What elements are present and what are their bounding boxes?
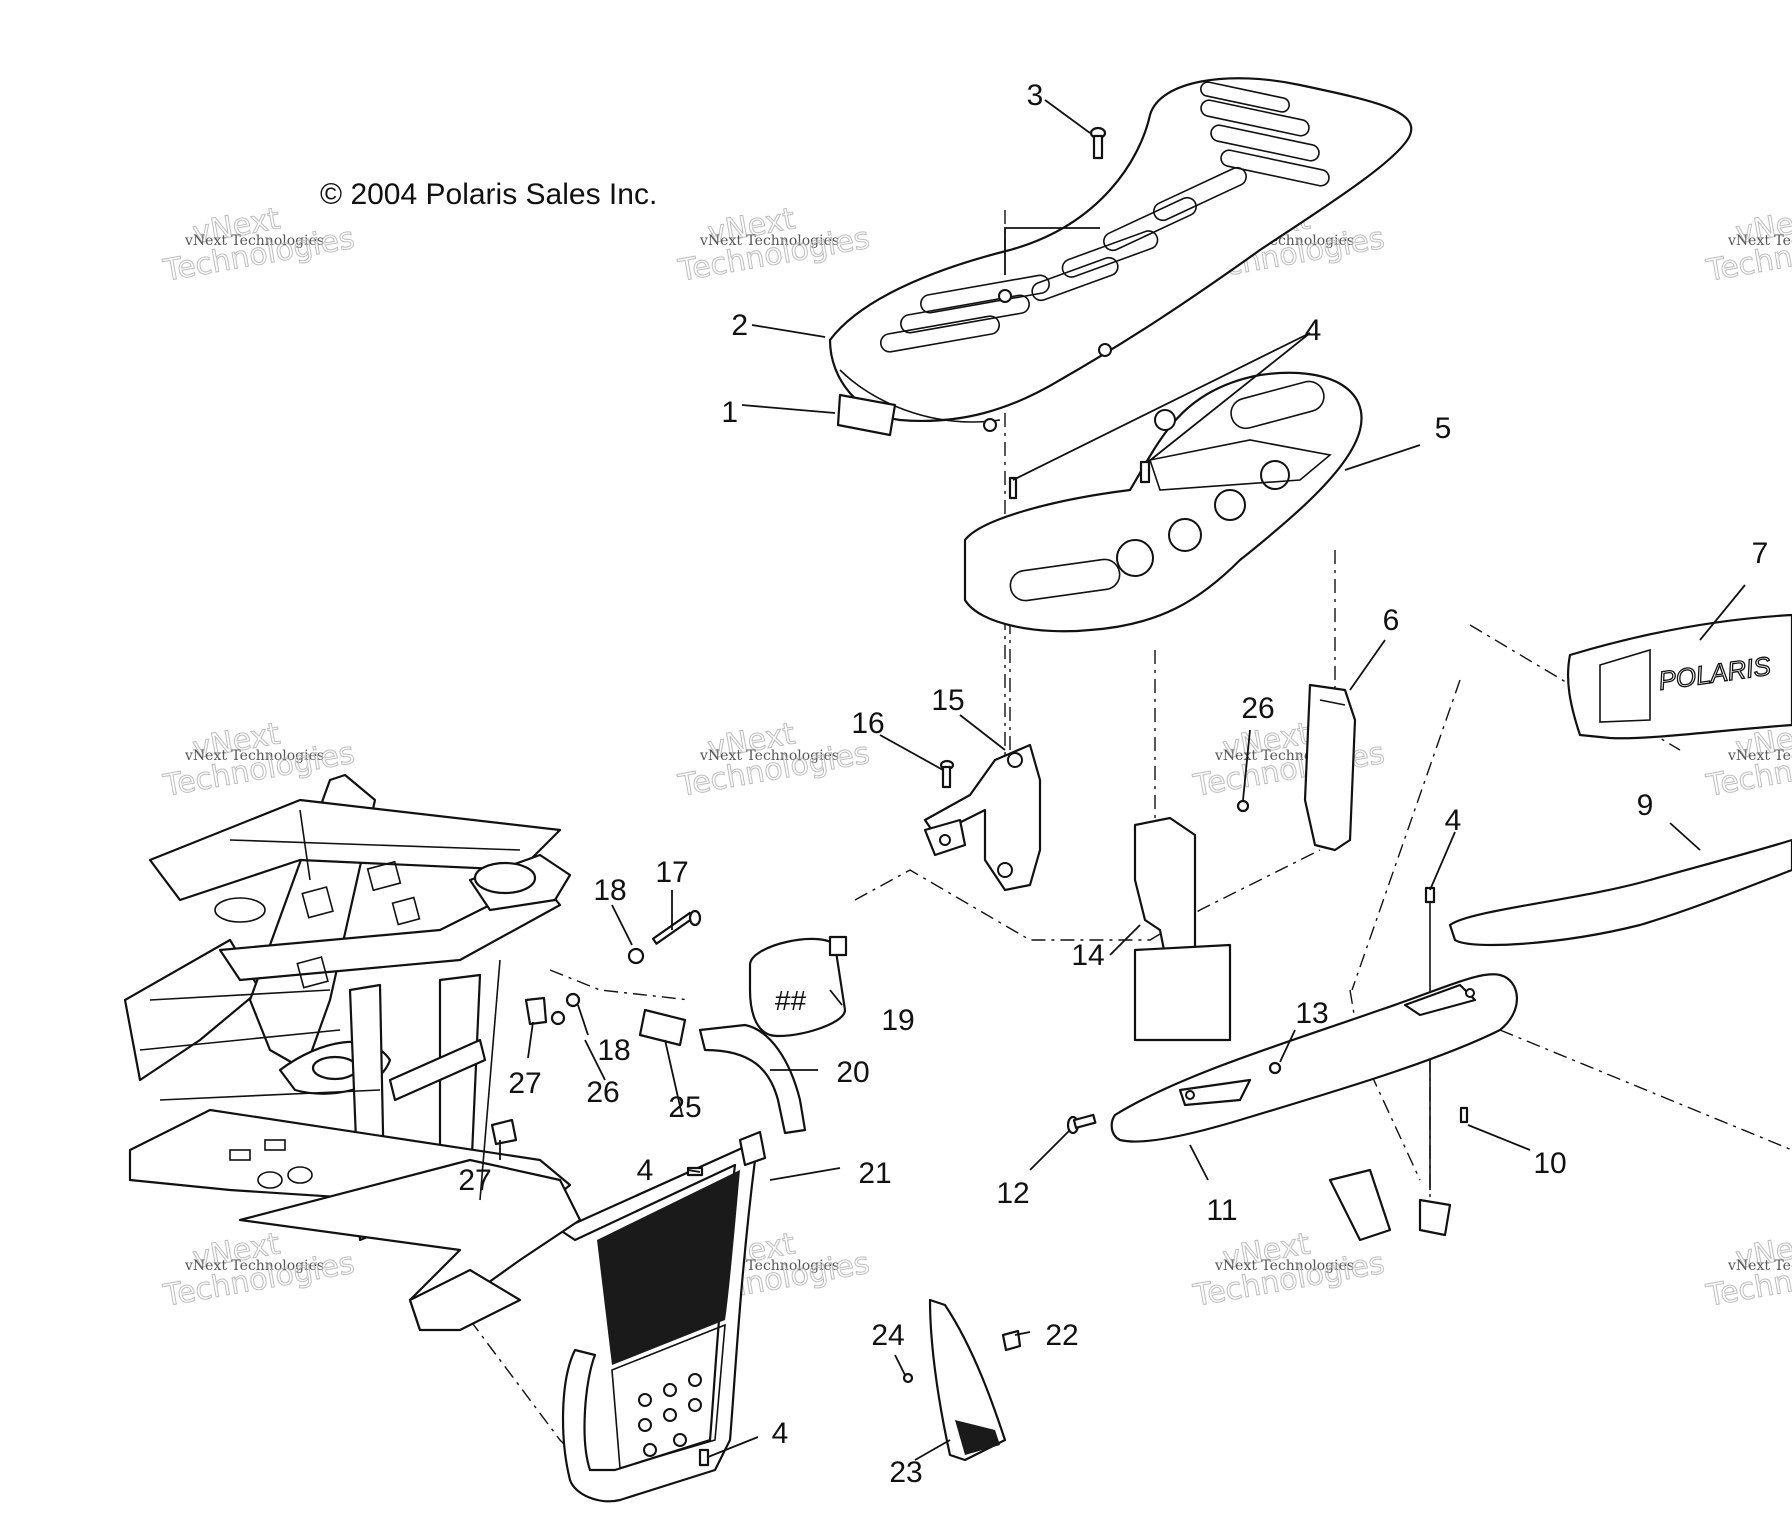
svg-text:vNext Technologies: vNext Technologies — [1214, 1258, 1354, 1274]
rack-plate — [963, 371, 1363, 633]
watermark: vNext vNext Technologies Technologies — [675, 201, 873, 289]
callout-21: 21 — [858, 1157, 891, 1190]
svg-text:vNext Technologies: vNext Technologies — [699, 748, 839, 764]
watermark: vNext vNext Technologies Technologies — [1703, 1226, 1792, 1314]
callout-27-lower: 27 — [458, 1164, 491, 1197]
bolt-4b — [1139, 460, 1151, 484]
washer-18b — [565, 992, 581, 1008]
callout-17: 17 — [655, 856, 688, 889]
screw-16 — [939, 759, 955, 789]
callout-25: 25 — [668, 1091, 701, 1124]
svg-text:vNext Technologies: vNext Technologies — [1727, 233, 1792, 249]
copyright-notice: © 2004 Polaris Sales Inc. — [320, 178, 658, 211]
callout-13: 13 — [1295, 997, 1328, 1030]
callout-1: 1 — [721, 396, 738, 429]
nut-26b — [550, 1010, 566, 1026]
nut-13 — [1268, 1061, 1282, 1075]
bolt-4a — [1008, 476, 1018, 500]
callout-5: 5 — [1435, 412, 1452, 445]
watermark: vNext vNext Technologies Technologies — [160, 1226, 358, 1314]
callout-14: 14 — [1071, 939, 1104, 972]
watermark: vNext vNext Technologies Technologies — [160, 201, 358, 289]
cross-member-11 — [1110, 973, 1518, 1242]
callout-7: 7 — [1752, 537, 1769, 570]
watermark: vNext vNext Technologies Technologies — [1190, 1226, 1388, 1314]
callout-9: 9 — [1637, 789, 1654, 822]
callout-18-top: 18 — [593, 874, 626, 907]
nut-26 — [1236, 799, 1250, 813]
tube-20 — [698, 1023, 807, 1135]
rack-cover — [828, 77, 1413, 437]
bumper-bar — [1448, 838, 1792, 947]
callout-18-lower: 18 — [597, 1034, 630, 1067]
callout-4-right: 4 — [1445, 804, 1462, 837]
callout-24: 24 — [871, 1319, 904, 1352]
watermark: vNext vNext Technologies Technologies — [1703, 201, 1792, 289]
callout-11: 11 — [1206, 1194, 1237, 1227]
clip-27a — [524, 996, 548, 1026]
svg-text:vNext Technologies: vNext Technologies — [184, 1258, 324, 1274]
main-frame — [123, 773, 582, 1332]
screw-3 — [1089, 126, 1107, 160]
callout-23: 23 — [889, 1456, 922, 1489]
svg-text:vNext Technologies: vNext Technologies — [184, 748, 324, 764]
callout-4-guard-bottom: 4 — [772, 1417, 789, 1450]
watermark: vNext vNext Technologies Technologies — [675, 716, 873, 804]
callout-26-right: 26 — [1241, 692, 1274, 725]
callout-27-upper: 27 — [508, 1067, 541, 1100]
guard-21 — [558, 1130, 767, 1503]
spacer-25 — [638, 1008, 687, 1047]
callout-15: 15 — [931, 684, 964, 717]
watermark: vNext vNext Technologies Technologies — [1190, 716, 1388, 804]
leader-lines — [499, 99, 1746, 1461]
washer-18a — [627, 947, 645, 965]
callout-10: 10 — [1533, 1147, 1566, 1180]
callout-4-top: 4 — [1305, 314, 1322, 347]
side-plate-23 — [928, 1298, 1007, 1462]
screw-24 — [902, 1372, 914, 1384]
bracket-15 — [923, 743, 1042, 892]
callout-12: 12 — [996, 1177, 1029, 1210]
callout-20: 20 — [836, 1056, 869, 1089]
bolt-17 — [651, 909, 702, 945]
callout-22: 22 — [1045, 1319, 1078, 1352]
bracket-6 — [1303, 683, 1357, 852]
clip-27b — [490, 1118, 518, 1146]
callout-19: 19 — [881, 1004, 914, 1037]
bolt-10 — [1459, 1106, 1469, 1124]
callout-26-left: 26 — [586, 1076, 619, 1109]
callout-3: 3 — [1027, 79, 1044, 112]
callout-2: 2 — [731, 309, 748, 342]
callout-16: 16 — [851, 707, 884, 740]
svg-text:vNext Technologies: vNext Technologies — [1727, 1258, 1792, 1274]
svg-text:vNext Technologies: vNext Technologies — [184, 233, 324, 249]
svg-text:vNext Technologies: vNext Technologies — [699, 233, 839, 249]
bolt-4e — [698, 1448, 710, 1467]
callout-6: 6 — [1383, 604, 1400, 637]
lamp-19: ## — [748, 935, 848, 1038]
grille-panel: POLARIS — [1566, 613, 1792, 740]
bolt-12 — [1066, 1113, 1097, 1135]
callouts: 1 2 3 4 4 4 4 5 6 7 9 10 11 12 13 14 15 … — [458, 79, 1768, 1489]
bracket-14 — [1133, 816, 1232, 1042]
svg-text:vNext Technologies: vNext Technologies — [1727, 748, 1792, 764]
svg-text:##: ## — [775, 985, 807, 1016]
callout-4-guard-top: 4 — [637, 1154, 654, 1187]
